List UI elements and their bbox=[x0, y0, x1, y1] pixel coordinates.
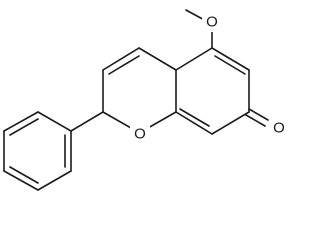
ring-oxygen-label: O bbox=[134, 126, 146, 143]
bond-c7-c8 bbox=[211, 111, 250, 135]
bond-c2-o1 bbox=[102, 111, 132, 129]
bond-ph3-ph4 bbox=[3, 170, 39, 191]
atom-labels: O O O bbox=[130, 14, 288, 143]
bond-c7-carbonyl-o-a bbox=[248, 108, 269, 121]
bonds bbox=[3, 9, 269, 191]
bond-c4a-c4 bbox=[138, 47, 177, 71]
bond-c2-phenyl bbox=[70, 111, 104, 132]
bond-ph2-ph3 bbox=[37, 170, 72, 191]
bond-ph5-ph6-inner bbox=[9, 118, 39, 136]
bond-c4-c3 bbox=[102, 47, 140, 71]
bond-c5-c6 bbox=[211, 47, 250, 71]
carbonyl-oxygen-label: O bbox=[273, 120, 285, 137]
bond-c7-carbonyl-o-b bbox=[245, 114, 266, 127]
bond-ph6-ph1 bbox=[37, 111, 72, 132]
bond-ph5-ph6 bbox=[3, 111, 39, 132]
bond-c8-c8a bbox=[175, 111, 213, 135]
bond-c8-c8a-inner bbox=[179, 108, 210, 127]
methoxy-oxygen-label: O bbox=[206, 14, 218, 31]
bond-o1-c8a bbox=[147, 111, 177, 129]
structure-canvas: O O O bbox=[3, 9, 288, 191]
bond-c4a-c5 bbox=[175, 47, 213, 71]
bond-c5-c6-inner bbox=[214, 55, 246, 75]
molecule-structure: O O O bbox=[3, 9, 288, 191]
bond-c4-c3-inner bbox=[108, 55, 140, 75]
bond-ph3-ph4-inner bbox=[9, 166, 39, 184]
